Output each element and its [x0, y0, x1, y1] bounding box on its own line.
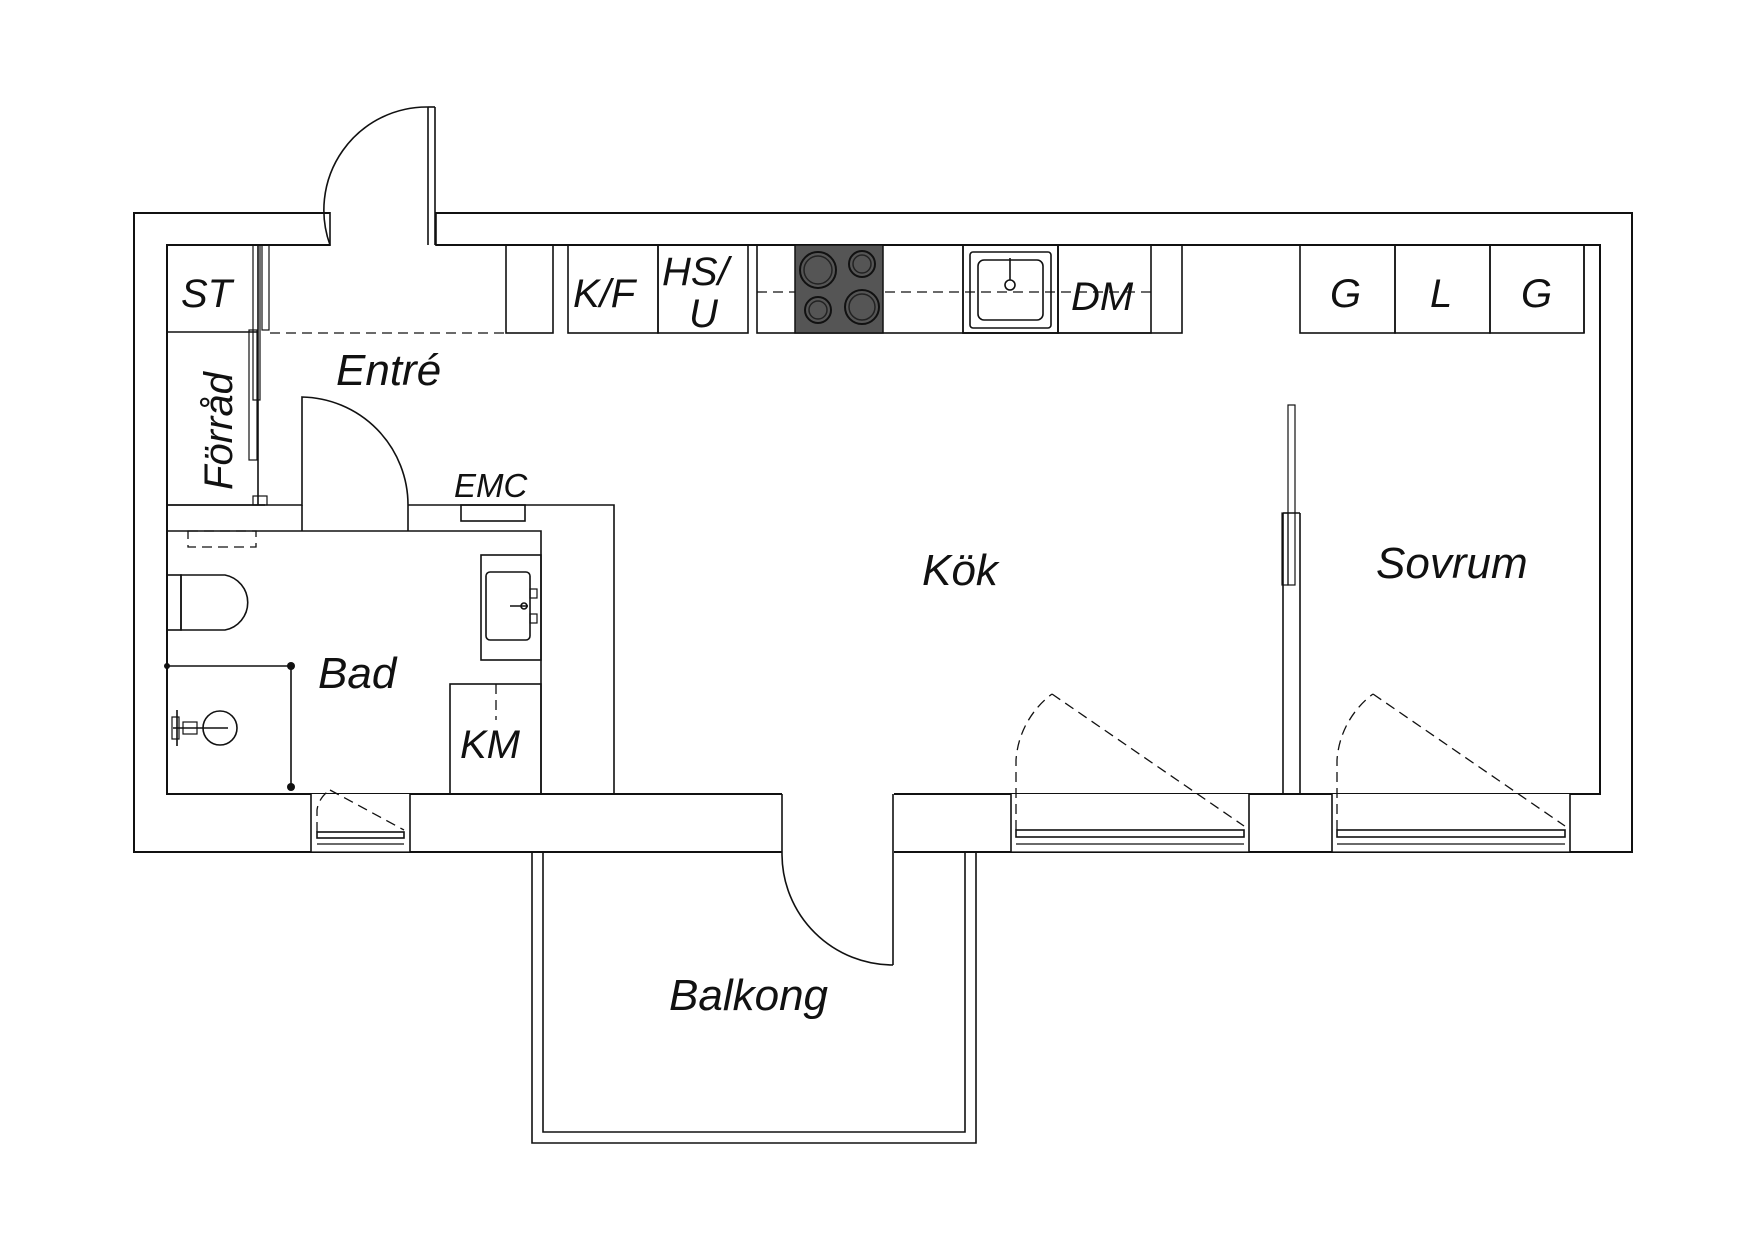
entrance-opening: [330, 210, 436, 250]
label-hs: HS/: [662, 250, 733, 294]
label-entre: Entré: [336, 346, 441, 395]
wardrobes: [1299, 244, 1585, 334]
balcony: [531, 852, 977, 1144]
bathroom-window: [310, 789, 411, 853]
bathroom-dashed-shelf: [187, 530, 257, 548]
emc-cabinet: [460, 504, 526, 522]
label-kf: K/F: [573, 272, 638, 316]
toilet-icon: [166, 574, 249, 631]
bathroom-sink-icon: [480, 554, 542, 661]
label-kok: Kök: [922, 546, 1000, 595]
label-forrad: Förråd: [197, 370, 241, 490]
shower-icon: [164, 662, 295, 791]
stove-icon: [794, 244, 884, 334]
label-sovrum: Sovrum: [1376, 539, 1528, 588]
kitchen-window: [1010, 693, 1250, 853]
label-g1: G: [1330, 272, 1361, 316]
label-l: L: [1430, 272, 1452, 316]
bedroom-window: [1331, 693, 1571, 853]
label-dm: DM: [1071, 275, 1134, 319]
label-balkong: Balkong: [669, 971, 829, 1020]
washing-machine: [449, 683, 542, 795]
bathroom-wall: [167, 396, 615, 794]
label-g2: G: [1521, 272, 1552, 316]
label-u: U: [689, 292, 719, 336]
label-emc: EMC: [454, 467, 529, 504]
bedroom-wall: [1281, 404, 1301, 794]
label-km: KM: [460, 723, 521, 767]
kitchen-sink-icon: [962, 244, 1059, 334]
entrance-door[interactable]: [323, 106, 436, 246]
balcony-opening: [782, 788, 894, 858]
balcony-door[interactable]: [781, 854, 894, 966]
storage-closet: [166, 244, 270, 506]
label-bad: Bad: [318, 649, 398, 698]
label-st: ST: [181, 272, 235, 316]
